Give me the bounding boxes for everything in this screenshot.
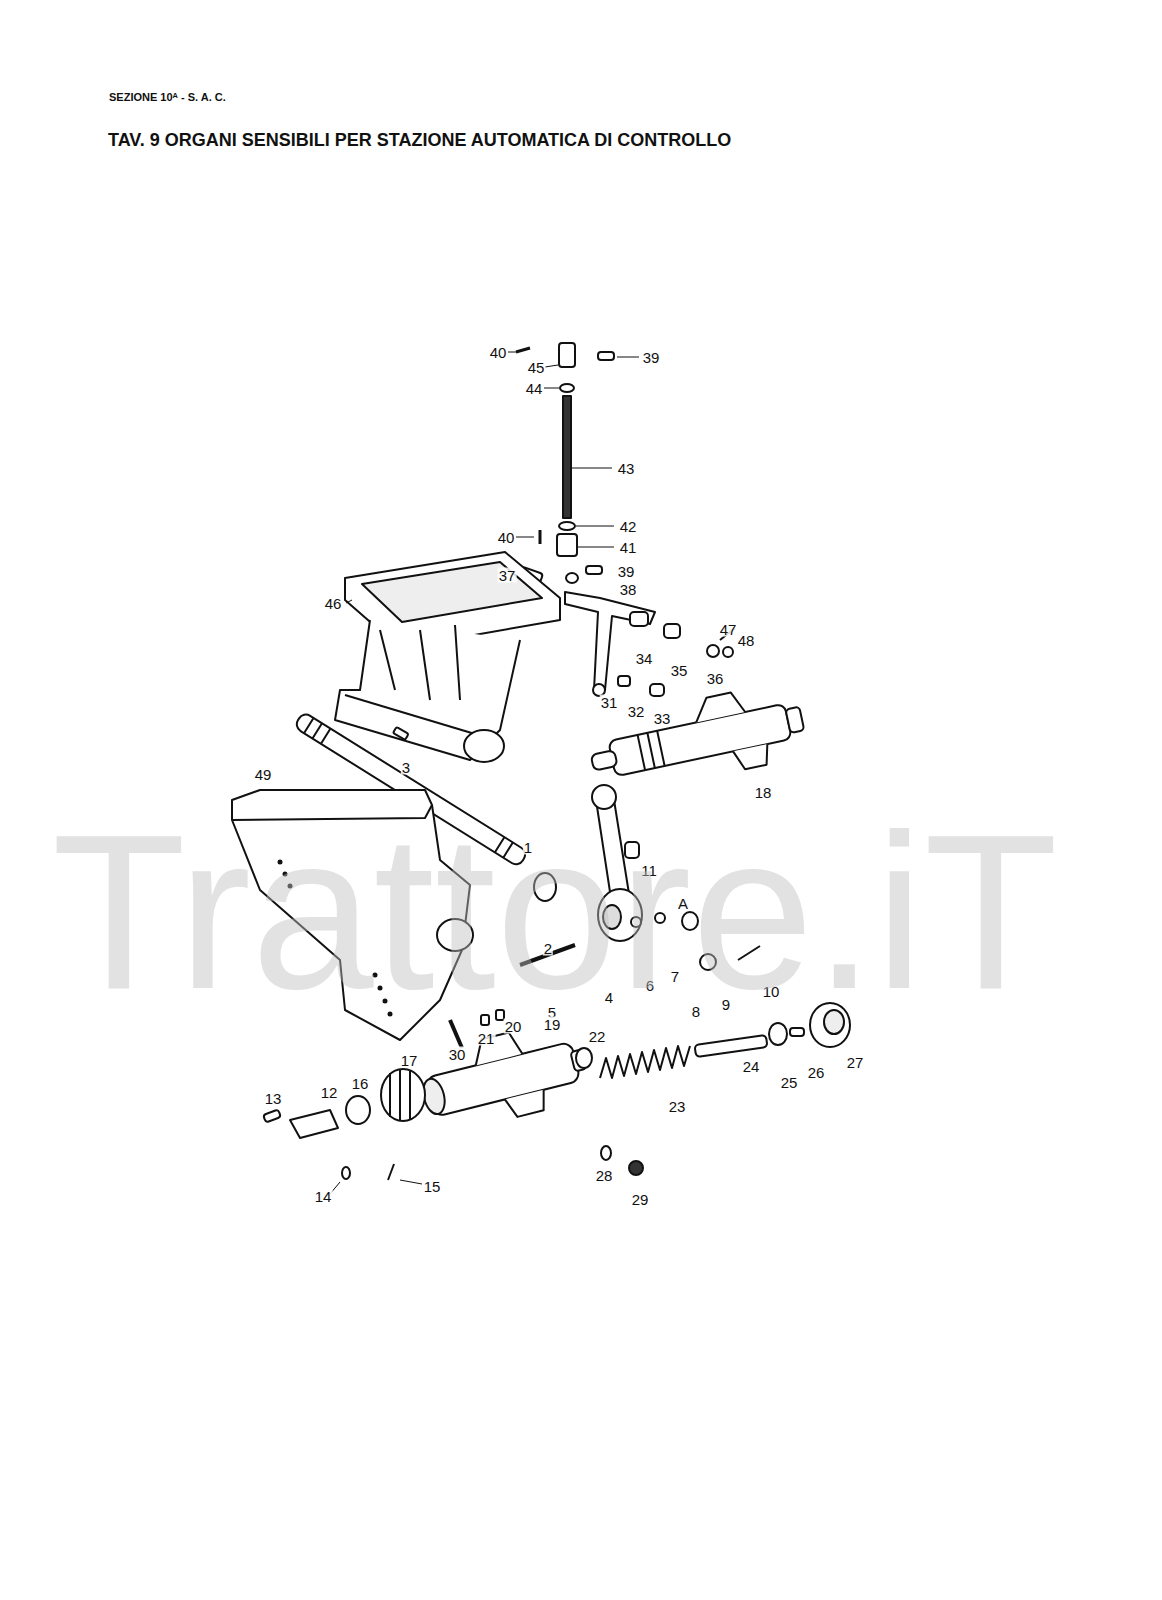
callout-number: 28: [595, 1168, 614, 1183]
callout-number: 48: [737, 633, 756, 648]
housing-rib: [380, 625, 460, 700]
callout-number: 35: [670, 663, 689, 678]
spring: [600, 1046, 690, 1078]
callout-number: 29: [631, 1192, 650, 1207]
callout-number: 49: [254, 767, 273, 782]
bellows: [381, 1069, 425, 1121]
callout-number: 39: [617, 564, 636, 579]
bolt: [586, 566, 602, 574]
callout-number: 41: [619, 540, 638, 555]
callout-number: 46: [324, 596, 343, 611]
callout-number: 21: [477, 1031, 496, 1046]
pin: [539, 530, 542, 544]
callout-number: 18: [754, 785, 773, 800]
callout-number: 13: [264, 1091, 283, 1106]
callout-number: 40: [497, 530, 516, 545]
clevis: [290, 1110, 338, 1138]
cylinder: [584, 679, 810, 800]
cylinder: [414, 1016, 594, 1137]
callout-number: 33: [653, 711, 672, 726]
callout-number: 23: [668, 1099, 687, 1114]
callout-number: 24: [742, 1059, 761, 1074]
callout-number: 47: [719, 622, 738, 637]
callout-number: 45: [527, 360, 546, 375]
screw: [393, 727, 409, 740]
callout-number: 39: [642, 350, 661, 365]
callout-number: 40: [489, 345, 508, 360]
nut: [769, 1023, 787, 1045]
callout-number: 37: [498, 568, 517, 583]
pin: [516, 348, 530, 352]
callout-number: 25: [780, 1075, 799, 1090]
ring: [560, 384, 574, 392]
bush: [630, 612, 648, 626]
callout-number: 3: [401, 760, 411, 775]
callout-number: 34: [635, 651, 654, 666]
section-header: SEZIONE 10ᴬ - S. A. C.: [108, 92, 227, 103]
bush: [664, 624, 680, 638]
bellows-folds: [390, 1070, 410, 1120]
clevis: [559, 343, 575, 367]
callout-number: 17: [400, 1053, 419, 1068]
bush: [618, 676, 630, 686]
leader-lines: [330, 352, 639, 1194]
callout-number: 43: [617, 461, 636, 476]
bolt: [263, 1110, 281, 1123]
callout-number: 12: [320, 1085, 339, 1100]
bell-crank: [565, 592, 655, 690]
bush: [650, 684, 664, 696]
washer: [601, 1146, 611, 1160]
bush: [346, 1096, 370, 1124]
clevis: [557, 534, 577, 556]
rod: [695, 1035, 768, 1057]
callout-number: 14: [314, 1189, 333, 1204]
rod: [563, 396, 571, 518]
callout-number: 15: [423, 1179, 442, 1194]
callout-number: 31: [600, 695, 619, 710]
callout-number: 27: [846, 1055, 865, 1070]
callout-number: 16: [351, 1076, 370, 1091]
callout-number: 38: [619, 582, 638, 597]
callout-number: 26: [807, 1065, 826, 1080]
callout-number: 30: [448, 1047, 467, 1062]
piston: [576, 1048, 592, 1068]
plate-title: TAV. 9 ORGANI SENSIBILI PER STAZIONE AUT…: [108, 131, 731, 149]
pin: [450, 1020, 462, 1048]
watermark: Trattore.iT: [52, 802, 1058, 1022]
washer: [723, 647, 733, 657]
callout-number: 22: [588, 1029, 607, 1044]
nut: [629, 1161, 643, 1175]
bush: [566, 573, 578, 583]
nut: [342, 1167, 350, 1179]
washer: [707, 645, 719, 657]
housing-opening: [362, 562, 542, 622]
callout-number: 42: [619, 519, 638, 534]
callout-number: 36: [706, 671, 725, 686]
stud: [790, 1028, 804, 1036]
housing-bore: [464, 730, 504, 762]
bolt: [598, 352, 614, 360]
ring: [559, 522, 575, 530]
split-pin: [388, 1164, 394, 1180]
callout-number: 44: [525, 381, 544, 396]
callout-number: 32: [627, 704, 646, 719]
